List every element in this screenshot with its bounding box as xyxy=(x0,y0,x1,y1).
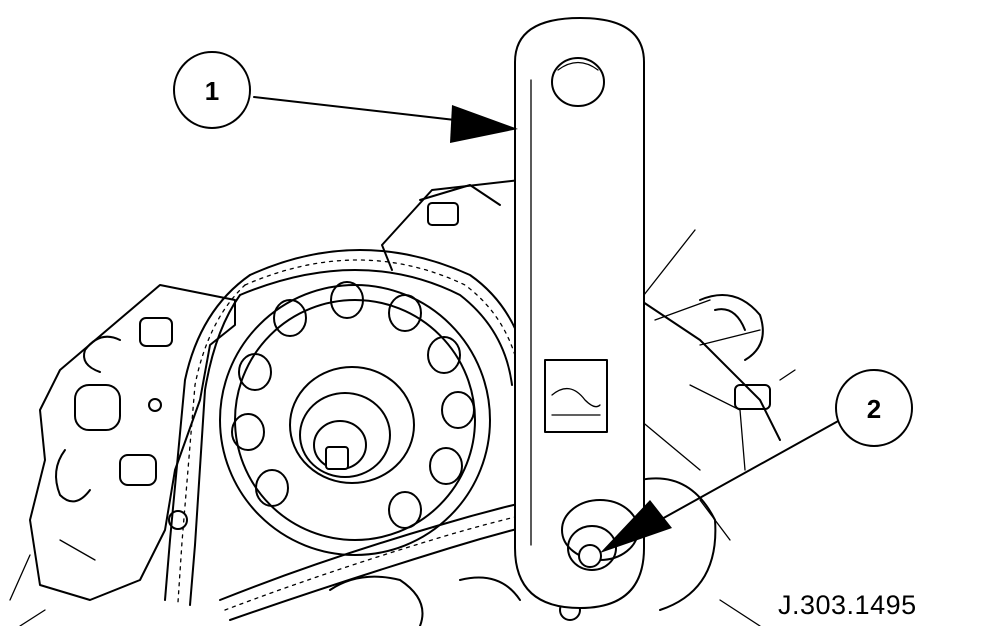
camshaft-sprocket xyxy=(219,281,491,556)
callout-1-circle xyxy=(173,51,251,129)
timing-cover-gasket xyxy=(9,284,236,626)
sprocket-holes xyxy=(231,281,475,529)
callout-2-number: 2 xyxy=(867,394,881,424)
callout-2-circle xyxy=(835,369,913,447)
callout-1: 1 xyxy=(173,51,518,143)
callout-2: 2 xyxy=(600,369,913,553)
special-tool-wrench xyxy=(514,17,645,609)
callout-2-arrowhead xyxy=(600,500,672,553)
callout-1-arrowhead xyxy=(450,105,518,143)
callout-1-number: 1 xyxy=(205,76,219,106)
cylinder-head-block xyxy=(381,179,796,471)
reference-code: J.303.1495 xyxy=(778,590,917,620)
